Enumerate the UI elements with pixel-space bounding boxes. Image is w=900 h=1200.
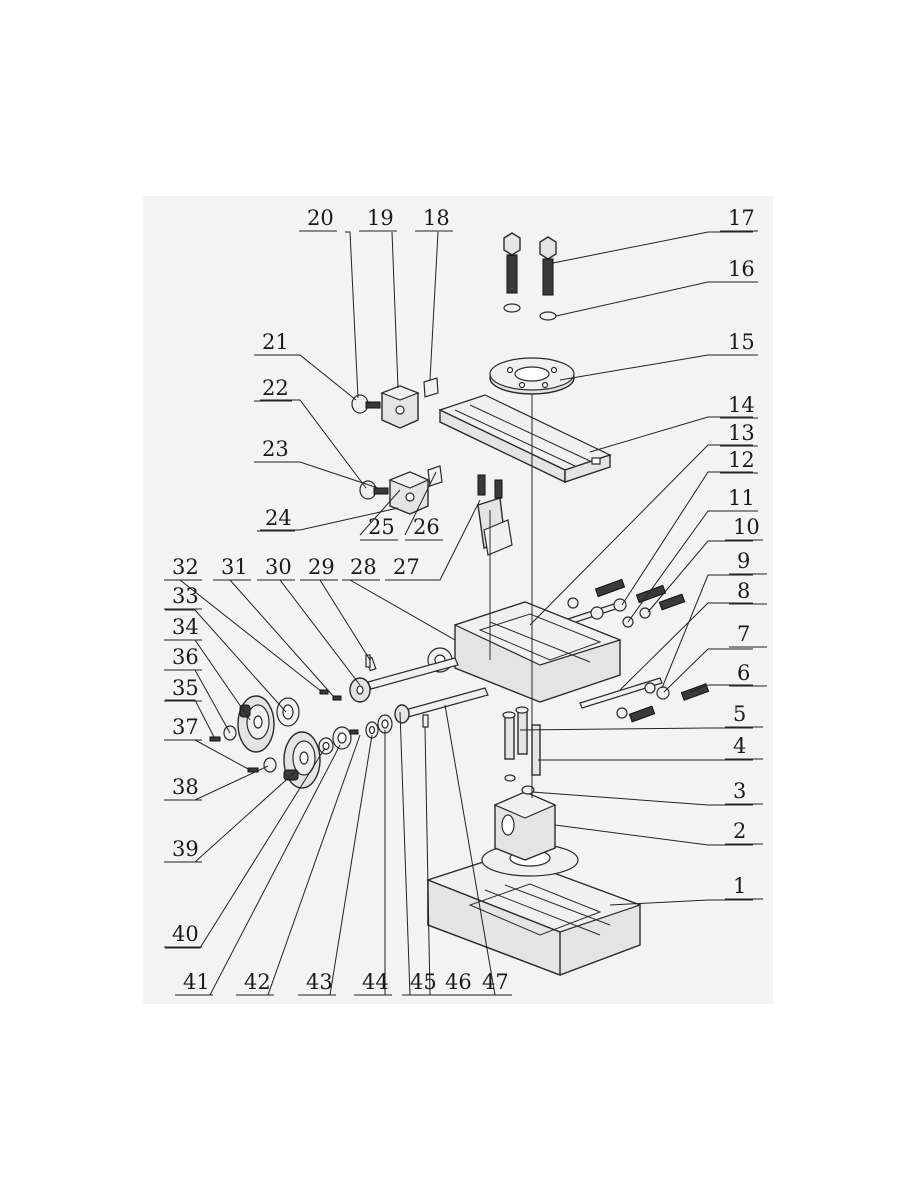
callout-22: 22 <box>262 376 289 400</box>
callout-4: 4 <box>733 734 746 758</box>
part-base <box>426 843 642 977</box>
callout-47: 47 <box>482 970 509 994</box>
callout-45: 45 <box>410 970 437 994</box>
callout-44: 44 <box>362 970 389 994</box>
callout-3: 3 <box>733 779 746 803</box>
callout-30: 30 <box>265 555 292 579</box>
callout-43: 43 <box>306 970 333 994</box>
callout-10: 10 <box>733 515 760 539</box>
callout-40: 40 <box>172 922 199 946</box>
callout-2: 2 <box>733 819 746 843</box>
part-bearing-block <box>493 791 557 861</box>
callout-32: 32 <box>172 555 199 579</box>
part-handwheel-lower <box>283 731 321 789</box>
part-rings <box>318 714 393 755</box>
part-gib-strip-lower <box>579 677 663 709</box>
callout-31: 31 <box>221 555 248 579</box>
callout-7: 7 <box>737 622 750 646</box>
callout-36: 36 <box>172 645 199 669</box>
part-hex-bolts <box>503 232 557 296</box>
callout-37: 37 <box>172 715 199 739</box>
callout-26: 26 <box>413 515 440 539</box>
callout-29: 29 <box>308 555 335 579</box>
part-stop-block-upper <box>351 377 439 429</box>
part-screw-31 <box>332 695 342 701</box>
callout-14: 14 <box>728 393 755 417</box>
callout-12: 12 <box>728 448 755 472</box>
callout-19: 19 <box>367 206 394 230</box>
part-stop-block-lower <box>359 465 443 515</box>
callout-11: 11 <box>728 486 755 510</box>
callout-5: 5 <box>733 702 746 726</box>
callout-1: 1 <box>733 874 746 898</box>
part-washer-3 <box>521 785 535 795</box>
part-saddle <box>427 601 622 703</box>
callout-23: 23 <box>262 437 289 461</box>
callout-8: 8 <box>737 579 750 603</box>
callout-24: 24 <box>265 506 292 530</box>
part-screw-30 <box>349 729 359 735</box>
part-nut-38 <box>263 757 277 773</box>
callout-16: 16 <box>728 257 755 281</box>
callout-41: 41 <box>183 970 210 994</box>
callout-38: 38 <box>172 775 199 799</box>
part-stop-bracket <box>477 474 513 556</box>
part-washer-16b <box>539 311 557 321</box>
parts-artwork <box>209 232 710 977</box>
part-flange <box>489 357 575 395</box>
callout-6: 6 <box>737 661 750 685</box>
callout-27: 27 <box>393 555 420 579</box>
part-pin <box>365 654 371 668</box>
part-screw-32 <box>319 689 329 695</box>
part-long-screws <box>502 706 541 776</box>
part-key <box>422 714 429 728</box>
callout-labels: 1 2 3 4 5 6 7 8 9 10 11 12 13 14 15 16 1… <box>172 206 760 994</box>
callout-13: 13 <box>728 421 755 445</box>
callout-28: 28 <box>350 555 377 579</box>
part-leadscrew-lower <box>394 687 489 724</box>
part-adjusting-screws-upper <box>567 578 686 628</box>
part-handwheel-upper <box>237 695 300 753</box>
callout-25: 25 <box>368 515 395 539</box>
part-washer-3b <box>504 774 516 782</box>
callout-15: 15 <box>728 330 755 354</box>
callout-34: 34 <box>172 615 199 639</box>
part-washer-16a <box>503 303 521 313</box>
callout-21: 21 <box>262 330 289 354</box>
part-screw-37 <box>247 767 259 773</box>
part-table <box>438 394 612 484</box>
callout-9: 9 <box>737 549 750 573</box>
callout-20: 20 <box>307 206 334 230</box>
callout-18: 18 <box>423 206 450 230</box>
callout-33: 33 <box>172 584 199 608</box>
callout-35: 35 <box>172 676 199 700</box>
part-leadscrew-upper <box>349 656 459 703</box>
callout-46: 46 <box>445 970 472 994</box>
callout-39: 39 <box>172 837 199 861</box>
callout-17: 17 <box>728 206 755 230</box>
number-underlines <box>164 230 767 996</box>
callout-42: 42 <box>244 970 271 994</box>
